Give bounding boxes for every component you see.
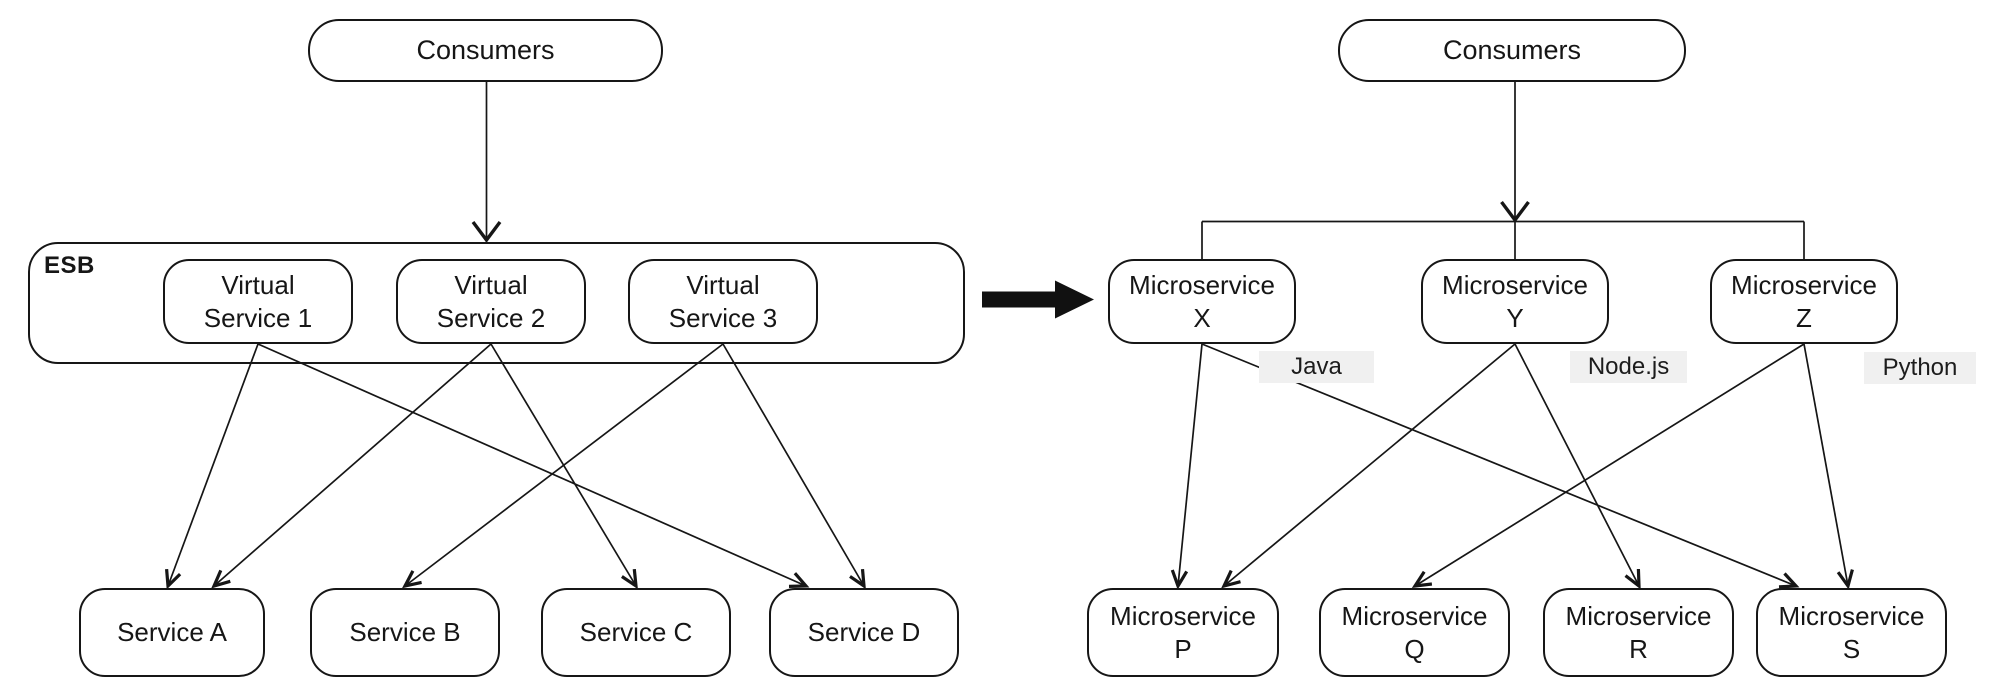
node-service-c: Service C xyxy=(541,588,731,677)
node-label: Service A xyxy=(117,617,227,647)
node-microservice-z: Microservice Z xyxy=(1710,259,1898,344)
node-label-line1: Virtual xyxy=(221,269,295,300)
node-label: Service C xyxy=(579,617,693,647)
edge-msZ-msQ xyxy=(1411,343,1805,588)
edge-msX-msP xyxy=(1170,343,1203,590)
node-microservice-x: Microservice X xyxy=(1108,259,1296,344)
esb-label: ESB xyxy=(44,252,95,279)
arrowhead-icon xyxy=(1221,569,1241,589)
node-label-line1: Microservice xyxy=(1129,269,1275,300)
node-label-line2: Z xyxy=(1796,302,1812,333)
arrowhead-icon xyxy=(1778,572,1800,589)
node-label-line2: Service 2 xyxy=(436,302,546,333)
node-label: Service B xyxy=(349,617,461,647)
edge-msZ-msS xyxy=(1803,343,1854,590)
edge-msY-msP xyxy=(1221,343,1516,589)
node-label: Consumers xyxy=(416,35,555,65)
edge-vs2-svcA xyxy=(211,343,492,589)
node-label-line2: Service 3 xyxy=(668,302,778,333)
tech-label-java: Java xyxy=(1259,351,1374,383)
node-service-b: Service B xyxy=(310,588,500,677)
node-label-line1: Virtual xyxy=(454,269,528,300)
node-service-a: Service A xyxy=(79,588,265,677)
node-consumers-right: Consumers xyxy=(1338,19,1686,82)
tech-label-text: Node.js xyxy=(1587,353,1670,380)
edge-layer xyxy=(165,343,1854,590)
arrowhead-icon xyxy=(1624,568,1641,590)
arrowhead-icon xyxy=(165,568,182,590)
node-label-line2: Y xyxy=(1506,302,1524,333)
node-label-line2: X xyxy=(1193,302,1211,333)
edge-vs1-svcA xyxy=(165,343,259,590)
node-microservice-r: Microservice R xyxy=(1543,588,1734,677)
tech-label-text: Java xyxy=(1291,353,1342,380)
node-label-line1: Microservice xyxy=(1110,600,1256,631)
node-label: Consumers xyxy=(1442,35,1582,65)
arrowhead-icon xyxy=(1836,569,1854,590)
edge-msY-msR xyxy=(1514,343,1641,590)
node-label-line2: P xyxy=(1174,633,1192,664)
node-virtual-service-1: Virtual Service 1 xyxy=(163,259,353,344)
node-consumers-left: Consumers xyxy=(308,19,663,82)
node-label: Service D xyxy=(807,617,921,647)
node-label-line2: Service 1 xyxy=(203,302,313,333)
arrowhead-icon xyxy=(401,570,422,589)
arrowhead-icon xyxy=(621,568,638,590)
node-microservice-y: Microservice Y xyxy=(1421,259,1609,344)
node-label-line1: Microservice xyxy=(1565,600,1712,631)
edge-msX-msS xyxy=(1201,343,1800,589)
tech-label-nodejs: Node.js xyxy=(1570,351,1687,383)
node-service-d: Service D xyxy=(769,588,959,677)
node-label-line2: S xyxy=(1842,633,1861,664)
node-virtual-service-2: Virtual Service 2 xyxy=(396,259,586,344)
arrowhead-icon xyxy=(849,568,866,590)
node-microservice-s: Microservice S xyxy=(1756,588,1947,677)
arrowhead-icon xyxy=(1170,569,1189,590)
consumers-esb-arrow xyxy=(471,82,502,243)
esb-container: ESB xyxy=(28,242,965,364)
tech-label-python: Python xyxy=(1864,352,1976,384)
edge-vs1-svcD xyxy=(257,343,810,588)
arrowhead-icon xyxy=(211,569,231,589)
edge-vs3-svcB xyxy=(401,343,724,589)
node-label-line2: Q xyxy=(1404,633,1425,664)
transform-arrow-icon xyxy=(982,280,1094,319)
consumers-fanout-connector xyxy=(1201,82,1805,259)
arrowhead-icon xyxy=(1411,570,1433,588)
node-label-line1: Virtual xyxy=(686,269,760,300)
node-microservice-p: Microservice P xyxy=(1087,588,1279,677)
node-virtual-service-3: Virtual Service 3 xyxy=(628,259,818,344)
arrowhead-icon xyxy=(788,572,810,588)
node-microservice-q: Microservice Q xyxy=(1319,588,1510,677)
node-label-line1: Microservice xyxy=(1442,269,1588,300)
tech-label-text: Python xyxy=(1882,354,1958,381)
node-label-line1: Microservice xyxy=(1778,600,1925,631)
edge-vs3-svcD xyxy=(722,343,866,590)
node-label-line1: Microservice xyxy=(1341,600,1488,631)
node-label-line2: R xyxy=(1629,633,1648,664)
node-label-line1: Microservice xyxy=(1731,269,1877,300)
